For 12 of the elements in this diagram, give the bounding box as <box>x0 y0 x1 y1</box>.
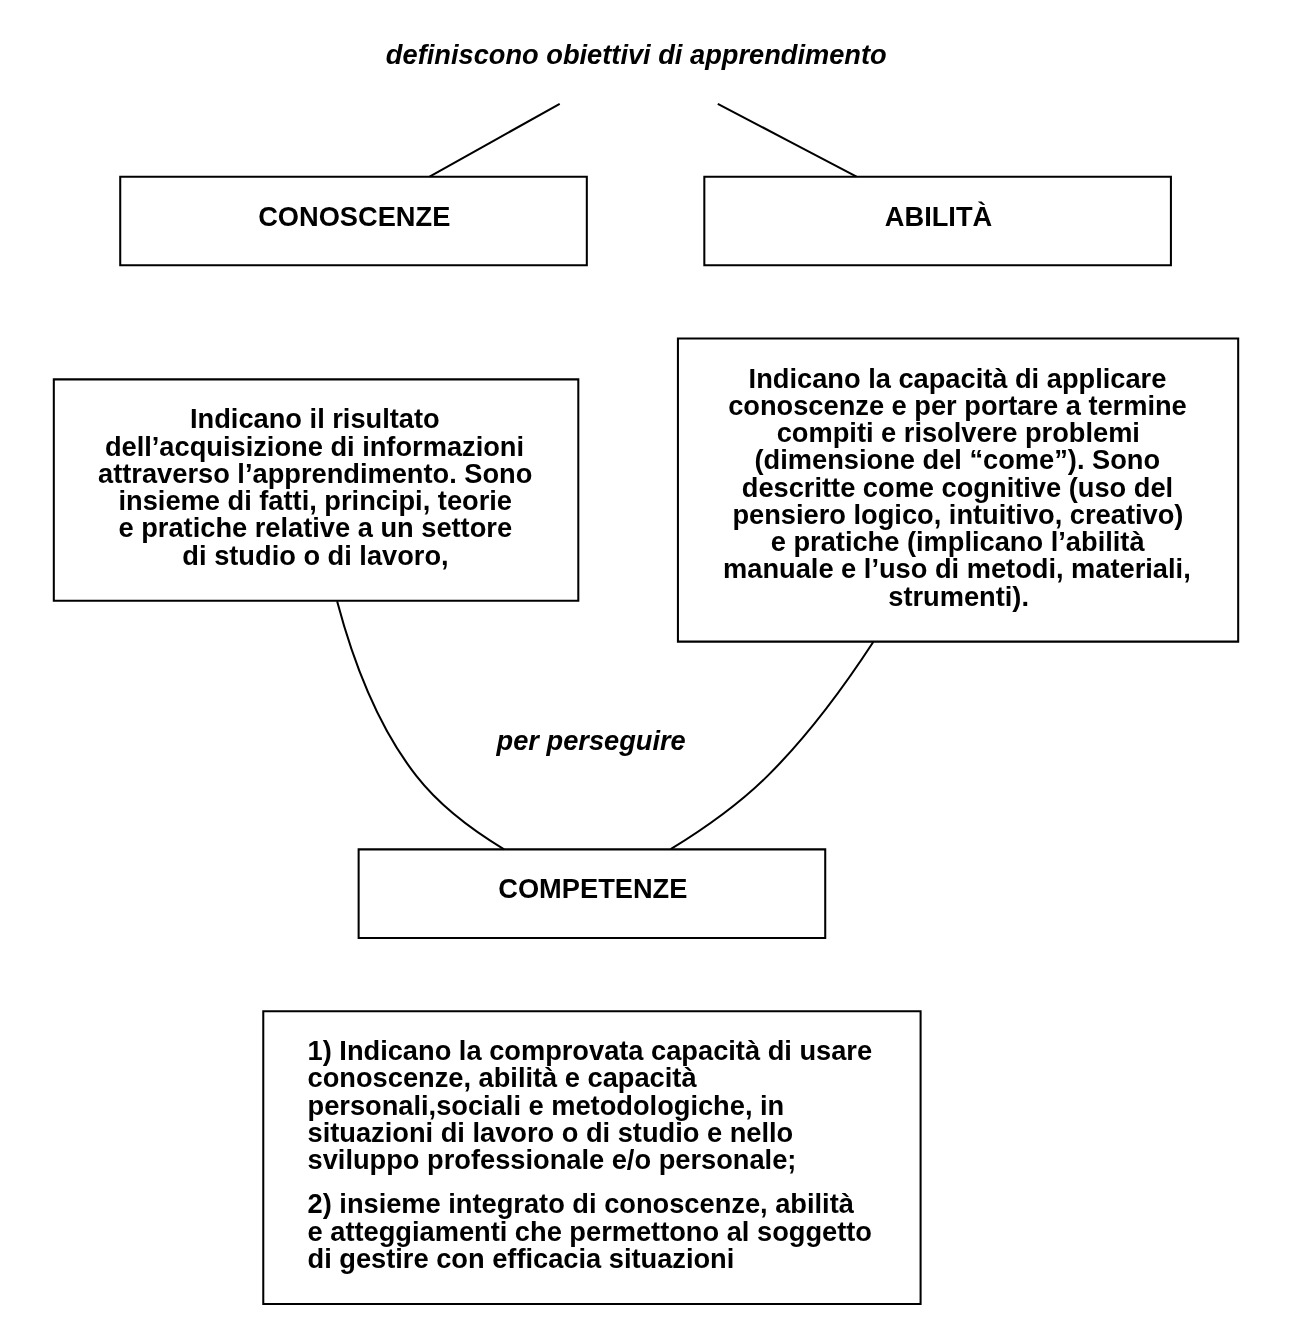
node-box: Indicano la capacità di applicare conoscenze e per portare a termine compiti e risolvere problemi (dimensione del “come”). Sono descritte come cognitive (uso del pensiero logico, intuitivo, creativo) e pratiche (implicano l’abilità manuale e l’uso di metodi, materiali, strumenti). <box>676 337 1239 643</box>
connector <box>669 641 874 851</box>
connector <box>716 102 857 178</box>
node-box: CONOSCENZE <box>118 175 588 267</box>
node-box: ABILITÀ <box>702 175 1172 267</box>
connector <box>428 102 560 178</box>
node-box: 1) Indicano la comprovata capacità di usare conoscenze, abilità e capacità personali,sociali e metodologiche, in situazioni di lavoro o di studio e nello sviluppo professionale e/o personale; 2) insieme integrato di conoscenze, abilità e atteggiamenti che permettono al soggetto di gestire con efficacia situazioni <box>261 1010 922 1306</box>
node-text: definiscono obiettivi di apprendimento <box>385 38 887 70</box>
node-box: Indicano il risultato dell’acquisizione di informazioni attraverso l’apprendimento. Sono insieme di fatti, principi, teorie e pratiche relative a un settore di studio o di lavoro, <box>52 378 579 602</box>
node-box: COMPETENZE <box>357 848 826 939</box>
label: per perseguire <box>496 725 686 757</box>
connector <box>335 600 505 851</box>
